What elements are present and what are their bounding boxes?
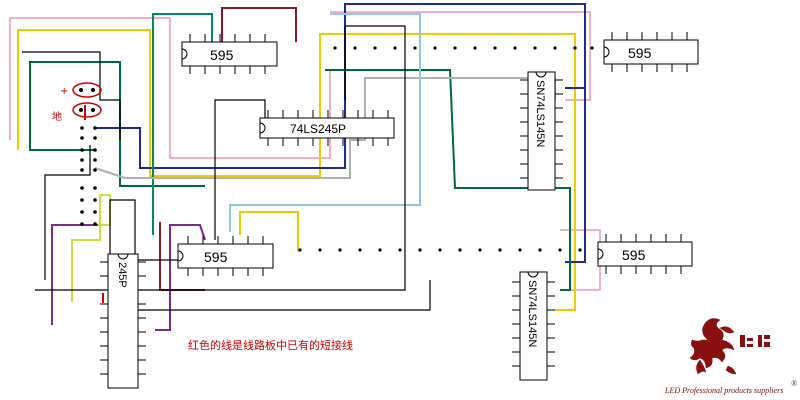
power-pads: + 地 xyxy=(52,82,102,123)
wire-purple-2 xyxy=(155,224,206,331)
connector-header xyxy=(80,126,97,226)
chip-label: 595 xyxy=(622,247,646,263)
wire-black-4 xyxy=(109,199,180,290)
wire-darkred xyxy=(221,7,297,42)
chip-595-mid-right: 595 xyxy=(597,234,693,274)
wire-black-3 xyxy=(35,25,406,291)
chip-label: 595 xyxy=(210,47,234,63)
brand-registered: ® xyxy=(791,379,797,388)
power-pad-ground xyxy=(72,102,102,118)
note-text: 红色的线是线路板中已有的短接线 xyxy=(188,338,353,352)
wire-blue xyxy=(95,3,586,169)
wire-black-frame xyxy=(22,51,121,140)
wire-pink-right xyxy=(330,11,591,101)
wire-black-2 xyxy=(44,145,91,280)
wire-yellow-left xyxy=(17,29,576,311)
header-pin xyxy=(80,126,84,130)
header-pin xyxy=(80,210,84,214)
chip-label: SN74LS145N xyxy=(534,80,546,147)
header-pin xyxy=(93,158,97,162)
dotted-chain-top xyxy=(333,46,594,50)
header-pin xyxy=(93,148,97,152)
header-pin xyxy=(80,136,84,140)
wire-green-left xyxy=(29,61,205,187)
chip-245p-small: 245P xyxy=(100,253,146,389)
power-pad-plus xyxy=(72,82,102,98)
header-pin xyxy=(80,148,84,152)
plus-label: + xyxy=(60,86,68,97)
wire-yellow-green xyxy=(71,194,111,302)
chip-label: 245P xyxy=(116,262,128,288)
chip-595-top-left: 595 xyxy=(181,34,278,74)
chip-sn74ls145n-upper: SN74LS145N xyxy=(520,71,563,191)
brand-tagline: LED Professional products suppliers xyxy=(664,386,783,395)
dotted-chain-mid xyxy=(298,248,582,252)
wire-black-6 xyxy=(130,280,431,311)
wire-yellow-mid xyxy=(239,211,299,252)
header-pin xyxy=(93,136,97,140)
chip-label: 595 xyxy=(628,45,652,61)
chip-595-top-right: 595 xyxy=(603,32,699,72)
wire-pink-right-lower xyxy=(560,229,601,291)
header-pin xyxy=(93,126,97,130)
wire-blue-lower xyxy=(565,88,586,263)
header-pin xyxy=(80,222,84,226)
header-pin xyxy=(93,210,97,214)
chip-74ls245p: 74LS245P xyxy=(259,110,395,146)
wire-green-long xyxy=(325,69,571,291)
dragon-logo-icon xyxy=(689,318,737,375)
brand-mark-icon xyxy=(740,335,770,347)
header-pin xyxy=(93,222,97,226)
header-pin xyxy=(80,198,84,202)
chip-label: SN74LS145N xyxy=(526,280,538,347)
chip-label: 595 xyxy=(204,249,228,265)
wires xyxy=(9,3,601,359)
wire-black-5 xyxy=(214,99,266,240)
ground-label: 地 xyxy=(52,110,62,123)
wire-lightblue xyxy=(229,13,421,232)
header-pin xyxy=(93,186,97,190)
header-pin xyxy=(93,198,97,202)
wire-green-top xyxy=(152,13,213,235)
header-pin xyxy=(80,168,84,172)
chip-sn74ls145n-lower: SN74LS145N xyxy=(512,271,555,381)
chip-595-mid: 595 xyxy=(177,236,274,276)
header-pin xyxy=(80,186,84,190)
wire-pink-loop xyxy=(9,17,331,159)
chip-label: 74LS245P xyxy=(290,122,346,136)
header-pin xyxy=(93,168,97,172)
header-pin xyxy=(80,158,84,162)
